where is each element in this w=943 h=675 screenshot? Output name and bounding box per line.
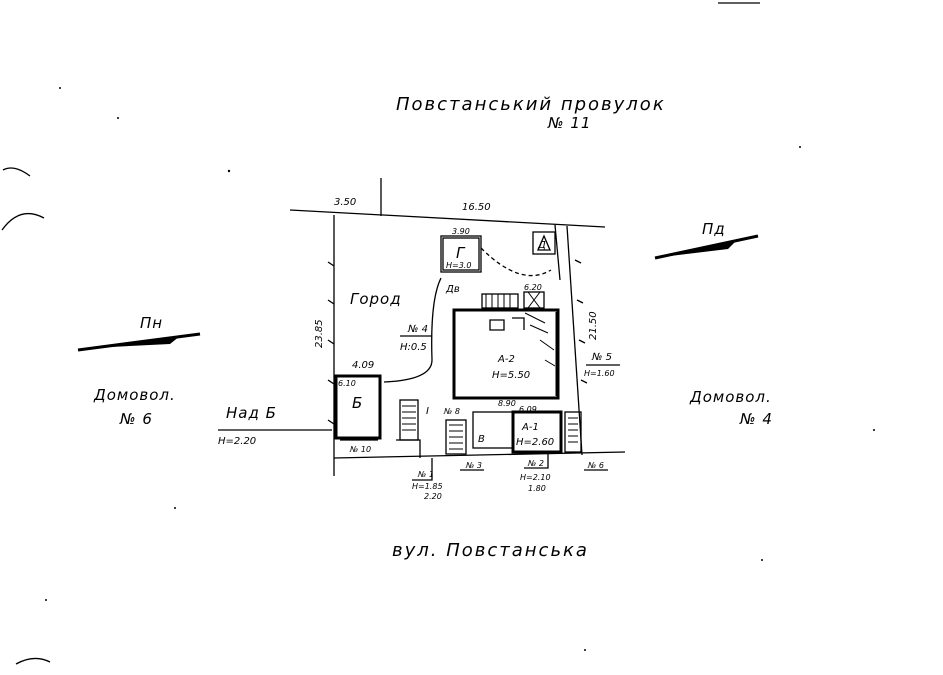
annex-buildings xyxy=(396,399,582,458)
building-v-label: В xyxy=(478,434,485,445)
dim-620: 6.20 xyxy=(524,283,542,292)
nadb-label: Над Б xyxy=(226,404,277,422)
roman-one-label: I xyxy=(426,406,429,417)
n2-label: № 2 xyxy=(527,459,544,468)
street-top-name: Повстанський провулок xyxy=(396,94,666,115)
garden-label: Город xyxy=(350,290,402,308)
building-a-height: Н=5.50 xyxy=(492,370,530,381)
building-b xyxy=(334,374,382,441)
toilet-building xyxy=(532,231,556,255)
building-a1-height: Н=2.60 xyxy=(516,437,554,448)
north-arrow-left xyxy=(77,332,201,352)
n1-leader xyxy=(412,458,433,481)
n6-label: № 6 xyxy=(587,461,604,470)
shed-label: Г xyxy=(456,244,466,262)
building-b-label: Б xyxy=(352,394,363,412)
n2-leader xyxy=(524,454,549,469)
street-top-number: № 11 xyxy=(547,114,591,132)
dim-top-left: 3.50 xyxy=(334,197,356,208)
shed-height: Н=3.0 xyxy=(446,261,471,270)
building-a-label: А-2 xyxy=(497,354,515,365)
n3-label: № 3 xyxy=(465,461,482,470)
north-right-label: Пд xyxy=(702,220,726,238)
nadb-height: Н=2.20 xyxy=(218,436,256,447)
dim-inner-width: 4.09 xyxy=(352,360,374,371)
n1-width: 2.20 xyxy=(424,492,442,501)
dim-house-top: 8.90 xyxy=(498,399,516,408)
dim-top-main: 16.50 xyxy=(462,202,491,213)
dim-left-side: 23.85 xyxy=(314,319,325,348)
plot-boundary xyxy=(289,178,626,476)
shed-building xyxy=(440,235,552,277)
n4-label: № 4 xyxy=(407,324,428,335)
neighbor-right-number: № 4 xyxy=(739,410,773,428)
n5-height: Н=1.60 xyxy=(584,369,615,378)
main-house xyxy=(452,291,560,400)
neighbor-left-label: Домовол. xyxy=(93,386,176,404)
n5-label: № 5 xyxy=(591,352,612,363)
n1-height: Н=1.85 xyxy=(412,482,443,491)
dv-label: Дв xyxy=(445,284,460,295)
street-bottom-name: вул. Повстанська xyxy=(392,540,589,561)
n8-label: № 8 xyxy=(443,407,460,416)
dim-shed-width: 3.90 xyxy=(452,227,470,236)
garden-path xyxy=(383,277,442,383)
n2-width: 1.80 xyxy=(528,484,546,493)
scan-specks xyxy=(1,2,875,665)
dim-609: 6.09 xyxy=(519,405,537,414)
north-left-label: Пн xyxy=(140,314,163,332)
building-a1-label: А-1 xyxy=(521,422,539,433)
neighbor-left-number: № 6 xyxy=(119,410,153,428)
n1-label: № 1 xyxy=(417,470,434,479)
n2-height: Н=2.10 xyxy=(520,473,551,482)
n10-label: № 10 xyxy=(349,445,371,454)
north-arrow-right xyxy=(654,234,759,260)
dim-610: 6.10 xyxy=(338,379,356,388)
toilet-label: Д xyxy=(537,240,546,251)
n4-height: Н:0.5 xyxy=(400,342,427,353)
dim-right-side: 21.50 xyxy=(588,311,599,340)
neighbor-right-label: Домовол. xyxy=(689,388,772,406)
